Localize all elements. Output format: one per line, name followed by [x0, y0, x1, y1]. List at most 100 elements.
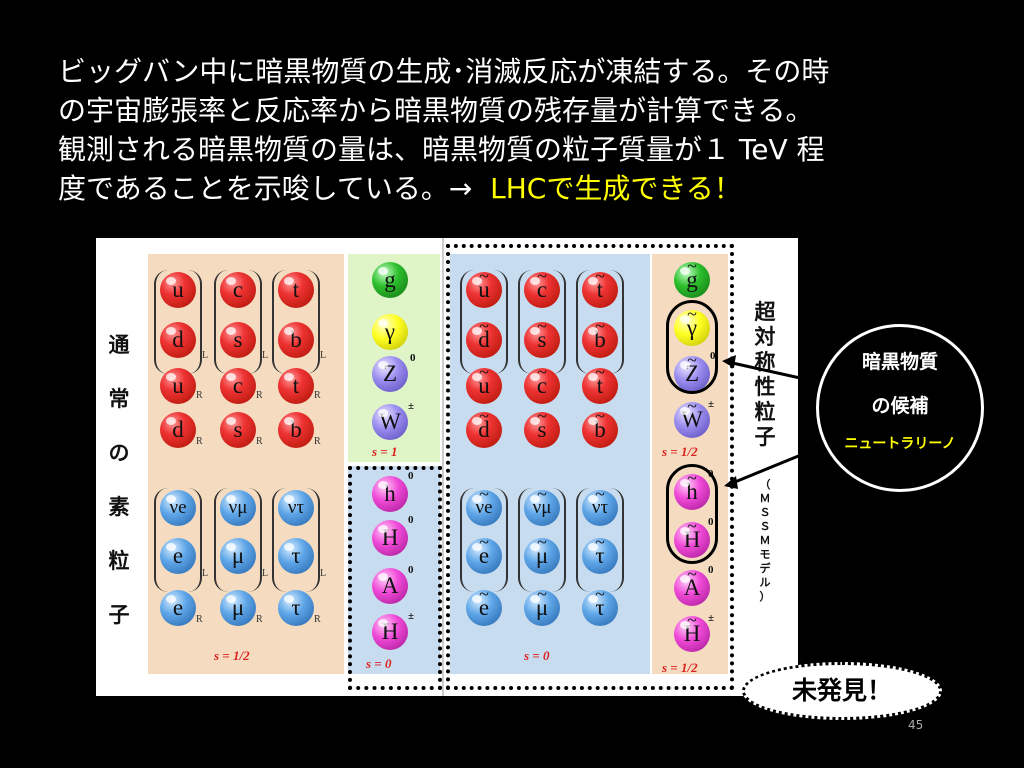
callout-line-2: の候補 — [871, 395, 929, 417]
boson-z: Z — [372, 356, 408, 392]
squark-u-r: u — [466, 355, 502, 404]
text-line-1: ビッグバン中に暗黒物質の生成･消滅反応が凍結する。その時 — [58, 55, 830, 88]
wino: W — [674, 389, 710, 438]
lepton-tau: τ — [278, 538, 314, 574]
susy-label: 超対称性粒子 — [754, 300, 776, 449]
squark-c-r: c — [524, 355, 560, 404]
quark-d-r: d — [160, 412, 196, 448]
sub-l: L — [202, 350, 209, 361]
bracket — [214, 270, 262, 374]
bracket — [272, 488, 320, 592]
lepton-nu-tau: ντ — [278, 490, 314, 526]
sm-higgs-frame — [348, 466, 442, 690]
bracket — [460, 270, 508, 374]
sup-0: 0 — [710, 350, 716, 362]
sub-r: R — [196, 390, 203, 401]
callout-line-3: ニュートラリーノ — [844, 436, 956, 452]
undiscovered-bubble: 未発見！ — [742, 662, 942, 720]
sub-l: L — [202, 568, 209, 579]
sub-l: L — [320, 350, 327, 361]
sup-0: 0 — [408, 564, 414, 576]
sub-l: L — [262, 350, 269, 361]
sup-0: 0 — [408, 514, 414, 526]
squark-b: b — [582, 309, 618, 358]
lepton-nu-mu: νμ — [220, 490, 256, 526]
sub-r: R — [256, 390, 263, 401]
quark-u: u — [160, 272, 196, 308]
slide-text: ビッグバン中に暗黒物質の生成･消滅反応が凍結する。その時 の宇宙膨張率と反応率か… — [58, 52, 978, 208]
sup-pm: ± — [408, 400, 415, 412]
sup-0: 0 — [408, 470, 414, 482]
squark-d-r: d — [466, 399, 502, 448]
higgsino-oval — [666, 464, 718, 564]
bracket — [518, 270, 566, 374]
squark-t-r: t — [582, 355, 618, 404]
sup-pm: ± — [708, 612, 715, 624]
quark-s-r: s — [220, 412, 256, 448]
higgsino-Hpm: H — [674, 603, 710, 652]
bracket — [576, 270, 624, 374]
callout-line-1: 暗黒物質 — [861, 351, 938, 373]
bracket — [576, 488, 624, 592]
sub-l: L — [320, 568, 327, 579]
sub-r: R — [314, 390, 321, 401]
boson-g: g — [372, 262, 408, 298]
spin-label: s = 0 — [366, 656, 392, 671]
sup-0: 0 — [708, 564, 714, 576]
higgs-h: h — [372, 476, 408, 512]
bracket — [460, 488, 508, 592]
spin-label: s = 1/2 — [662, 660, 698, 675]
slepton-e-r: e — [466, 577, 502, 626]
squark-d: d — [466, 309, 502, 358]
boson-w: W — [372, 404, 408, 440]
quark-s: s — [220, 322, 256, 358]
higgs-A: A — [372, 568, 408, 604]
sub-r: R — [314, 436, 321, 447]
squark-s-r: s — [524, 399, 560, 448]
gluino: g — [674, 249, 710, 298]
spin-label: s = 1 — [372, 444, 398, 459]
lepton-e: e — [160, 538, 196, 574]
squark-c: c — [524, 259, 560, 308]
squark-u: u — [466, 259, 502, 308]
slepton-nu-mu: νμ — [524, 477, 560, 526]
lepton-mu: μ — [220, 538, 256, 574]
higgs-Hpm: H — [372, 614, 408, 650]
sup-0: 0 — [410, 352, 416, 364]
slepton-nu-e: νe — [466, 477, 502, 526]
lepton-mu-r: μ — [220, 590, 256, 626]
lepton-nu-e: νe — [160, 490, 196, 526]
quark-c: c — [220, 272, 256, 308]
neutralino-oval — [666, 300, 718, 394]
quark-d: d — [160, 322, 196, 358]
quark-c-r: c — [220, 368, 256, 404]
quark-t: t — [278, 272, 314, 308]
page-number: 45 — [908, 718, 924, 732]
lepton-e-r: e — [160, 590, 196, 626]
spin-label: s = 1/2 — [214, 648, 250, 663]
text-line-4: 度であることを示唆している。→ LHCで生成できる！ — [58, 169, 978, 208]
spin-label: s = 0 — [524, 648, 550, 663]
squark-s: s — [524, 309, 560, 358]
sub-r: R — [256, 614, 263, 625]
susy-frame — [446, 244, 734, 690]
quark-u-r: u — [160, 368, 196, 404]
squark-t: t — [582, 259, 618, 308]
sup-pm: ± — [708, 398, 715, 410]
spin-label: s = 1/2 — [662, 444, 698, 459]
slepton-mu: μ — [524, 525, 560, 574]
sub-l: L — [262, 568, 269, 579]
divider — [442, 238, 444, 696]
quark-b: b — [278, 322, 314, 358]
bracket — [272, 270, 320, 374]
lepton-tau-r: τ — [278, 590, 314, 626]
squark-b-r: b — [582, 399, 618, 448]
slepton-tau-r: τ — [582, 577, 618, 626]
slepton-e: e — [466, 525, 502, 574]
text-line-4a: 度であることを示唆している。→ — [58, 172, 473, 205]
sub-r: R — [196, 614, 203, 625]
sup-pm: ± — [408, 610, 415, 622]
bracket — [214, 488, 262, 592]
